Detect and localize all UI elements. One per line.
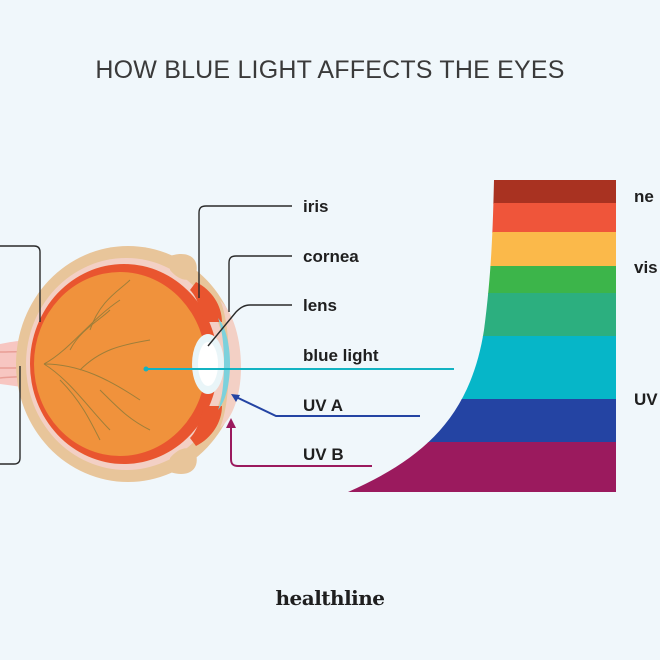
right-label-lines	[198, 205, 292, 347]
brand-logo: healthline	[275, 586, 385, 610]
iris-label: iris	[303, 197, 329, 216]
uva-label: UV A	[303, 396, 343, 415]
uvb-label: UV B	[303, 445, 344, 464]
spectrum-band-magenta	[348, 442, 616, 492]
page-title: HOW BLUE LIGHT AFFECTS THE EYES	[95, 56, 565, 84]
spectrum-label-uv: UV	[634, 390, 658, 409]
light-spectrum	[348, 180, 616, 492]
light-rays	[143, 366, 454, 467]
eyeball	[16, 246, 242, 482]
lens-label: lens	[303, 296, 337, 315]
blue-light-label: blue light	[303, 346, 379, 365]
spectrum-band-teal	[348, 293, 616, 337]
spectrum-label-near: ne	[634, 187, 654, 206]
spectrum-label-visible: vis	[634, 258, 658, 277]
uva-ray	[233, 395, 420, 417]
spectrum-band-red	[348, 203, 616, 233]
spectrum-band-yellow	[348, 232, 616, 267]
uvb-ray	[230, 424, 372, 467]
cornea-label: cornea	[303, 247, 359, 266]
left-label-lines	[0, 245, 41, 465]
spectrum-band-deep-red	[348, 180, 616, 204]
spectrum-band-blue	[348, 399, 616, 443]
spectrum-band-green	[348, 266, 616, 294]
